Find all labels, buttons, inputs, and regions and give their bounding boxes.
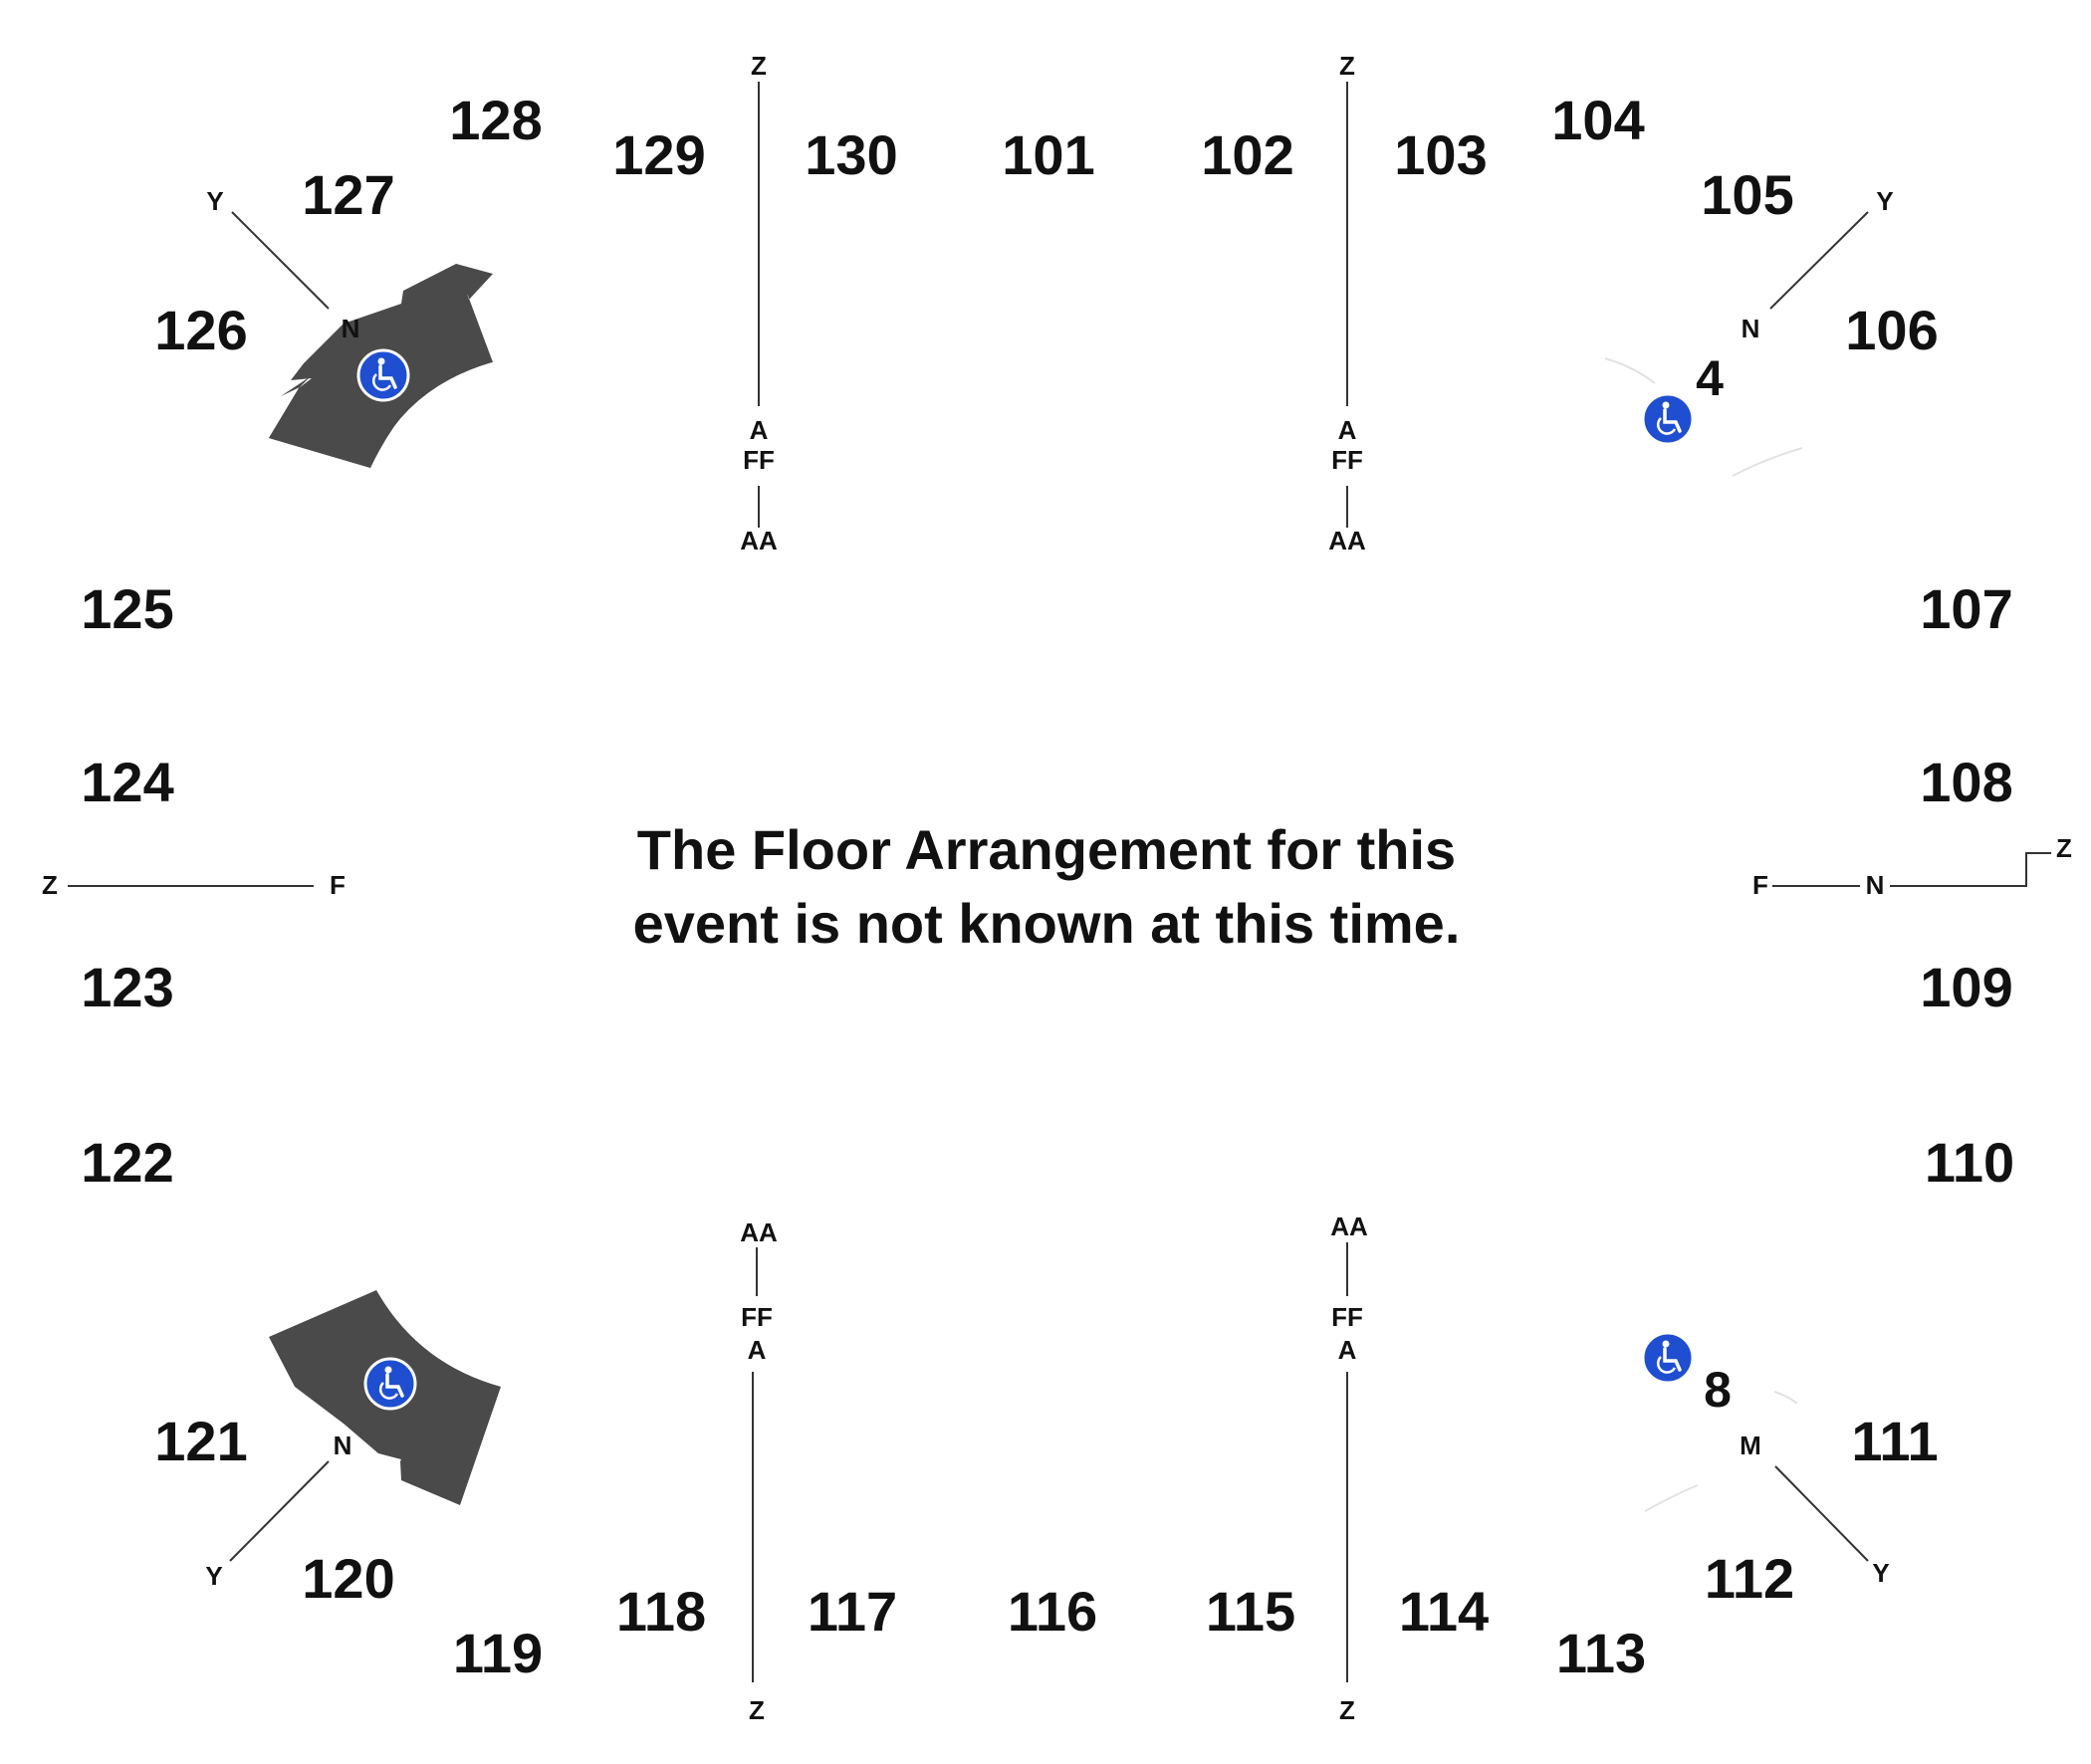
row-label-n: N bbox=[1866, 870, 1885, 900]
section-114[interactable]: 114 bbox=[1399, 1580, 1489, 1643]
wheelchair-icon bbox=[363, 1357, 417, 1411]
row-label-ff: FF bbox=[1331, 445, 1363, 475]
portal-guide-4-lower bbox=[1732, 447, 1803, 477]
row-label-y: Y bbox=[1872, 1558, 1889, 1588]
section-122[interactable]: 122 bbox=[81, 1131, 173, 1194]
section-102[interactable]: 102 bbox=[1201, 123, 1293, 186]
section-108[interactable]: 108 bbox=[1920, 751, 2012, 813]
row-label-ff: FF bbox=[1331, 1302, 1363, 1332]
row-label-y: Y bbox=[206, 186, 223, 216]
section-119[interactable]: 119 bbox=[453, 1622, 543, 1684]
row-label-aa: AA bbox=[740, 526, 778, 555]
section-126[interactable]: 126 bbox=[154, 299, 247, 361]
aisle-line-corner-top-left bbox=[231, 211, 330, 310]
section-128[interactable]: 128 bbox=[449, 89, 542, 151]
row-label-y: Y bbox=[1876, 186, 1893, 216]
row-label-ff: FF bbox=[743, 445, 775, 475]
row-label-n: N bbox=[342, 314, 360, 343]
section-101[interactable]: 101 bbox=[1002, 123, 1094, 186]
portal-4: 4 bbox=[1696, 350, 1724, 406]
row-label-a: A bbox=[750, 415, 769, 445]
aisle-line-corner-top-right bbox=[1769, 211, 1869, 310]
section-118[interactable]: 118 bbox=[616, 1580, 706, 1643]
row-label-y: Y bbox=[205, 1561, 222, 1591]
section-110[interactable]: 110 bbox=[1925, 1131, 2014, 1194]
row-label-m: M bbox=[1740, 1431, 1761, 1460]
aisle-line-corner-bottom-right bbox=[1774, 1465, 1869, 1562]
section-105[interactable]: 105 bbox=[1701, 163, 1793, 226]
row-label-z: Z bbox=[1339, 1695, 1355, 1725]
portal-8: 8 bbox=[1704, 1362, 1732, 1418]
floor-message-line-1: The Floor Arrangement for this bbox=[637, 818, 1456, 881]
row-label-ff: FF bbox=[741, 1302, 773, 1332]
section-129[interactable]: 129 bbox=[612, 123, 705, 186]
row-label-aa: AA bbox=[1330, 1212, 1368, 1241]
aisle-line-right-n-z bbox=[1890, 852, 2051, 887]
section-120[interactable]: 120 bbox=[302, 1547, 394, 1610]
section-107[interactable]: 107 bbox=[1920, 577, 2012, 640]
section-112[interactable]: 112 bbox=[1705, 1547, 1794, 1610]
section-104[interactable]: 104 bbox=[1551, 89, 1644, 151]
wheelchair-icon bbox=[1641, 392, 1695, 446]
section-123[interactable]: 123 bbox=[81, 956, 173, 1018]
section-130[interactable]: 130 bbox=[805, 123, 897, 186]
row-label-f: F bbox=[330, 870, 346, 900]
row-label-z: Z bbox=[751, 51, 767, 81]
row-label-z: Z bbox=[1339, 51, 1355, 81]
section-103[interactable]: 103 bbox=[1394, 123, 1487, 186]
section-115[interactable]: 115 bbox=[1206, 1580, 1295, 1643]
row-label-n: N bbox=[1742, 314, 1760, 343]
section-127[interactable]: 127 bbox=[302, 163, 394, 226]
section-117[interactable]: 117 bbox=[808, 1580, 897, 1643]
section-124[interactable]: 124 bbox=[81, 751, 173, 813]
floor-message-line-2: event is not known at this time. bbox=[633, 892, 1461, 955]
section-121[interactable]: 121 bbox=[154, 1410, 247, 1472]
row-label-z: Z bbox=[2056, 833, 2072, 863]
row-label-f: F bbox=[1752, 870, 1768, 900]
row-label-aa: AA bbox=[740, 1217, 778, 1247]
row-label-z: Z bbox=[42, 870, 58, 900]
portal-guide-8-upper bbox=[1773, 1391, 1798, 1405]
row-label-a: A bbox=[1338, 415, 1357, 445]
wheelchair-icon bbox=[356, 348, 410, 402]
row-label-a: A bbox=[748, 1335, 767, 1365]
section-109[interactable]: 109 bbox=[1920, 956, 2012, 1018]
section-116[interactable]: 116 bbox=[1008, 1580, 1097, 1643]
row-label-aa: AA bbox=[1328, 526, 1366, 555]
section-125[interactable]: 125 bbox=[81, 577, 173, 640]
section-113[interactable]: 113 bbox=[1556, 1622, 1646, 1684]
portal-guide-4-upper bbox=[1604, 357, 1656, 384]
portal-guide-8-lower bbox=[1644, 1484, 1699, 1512]
section-106[interactable]: 106 bbox=[1845, 299, 1938, 361]
wheelchair-icon bbox=[1641, 1331, 1695, 1385]
aisle-line-corner-bottom-left bbox=[229, 1460, 330, 1562]
row-label-z: Z bbox=[749, 1695, 765, 1725]
row-label-n: N bbox=[334, 1431, 352, 1460]
row-label-a: A bbox=[1338, 1335, 1357, 1365]
section-111[interactable]: 111 bbox=[1851, 1410, 1938, 1472]
